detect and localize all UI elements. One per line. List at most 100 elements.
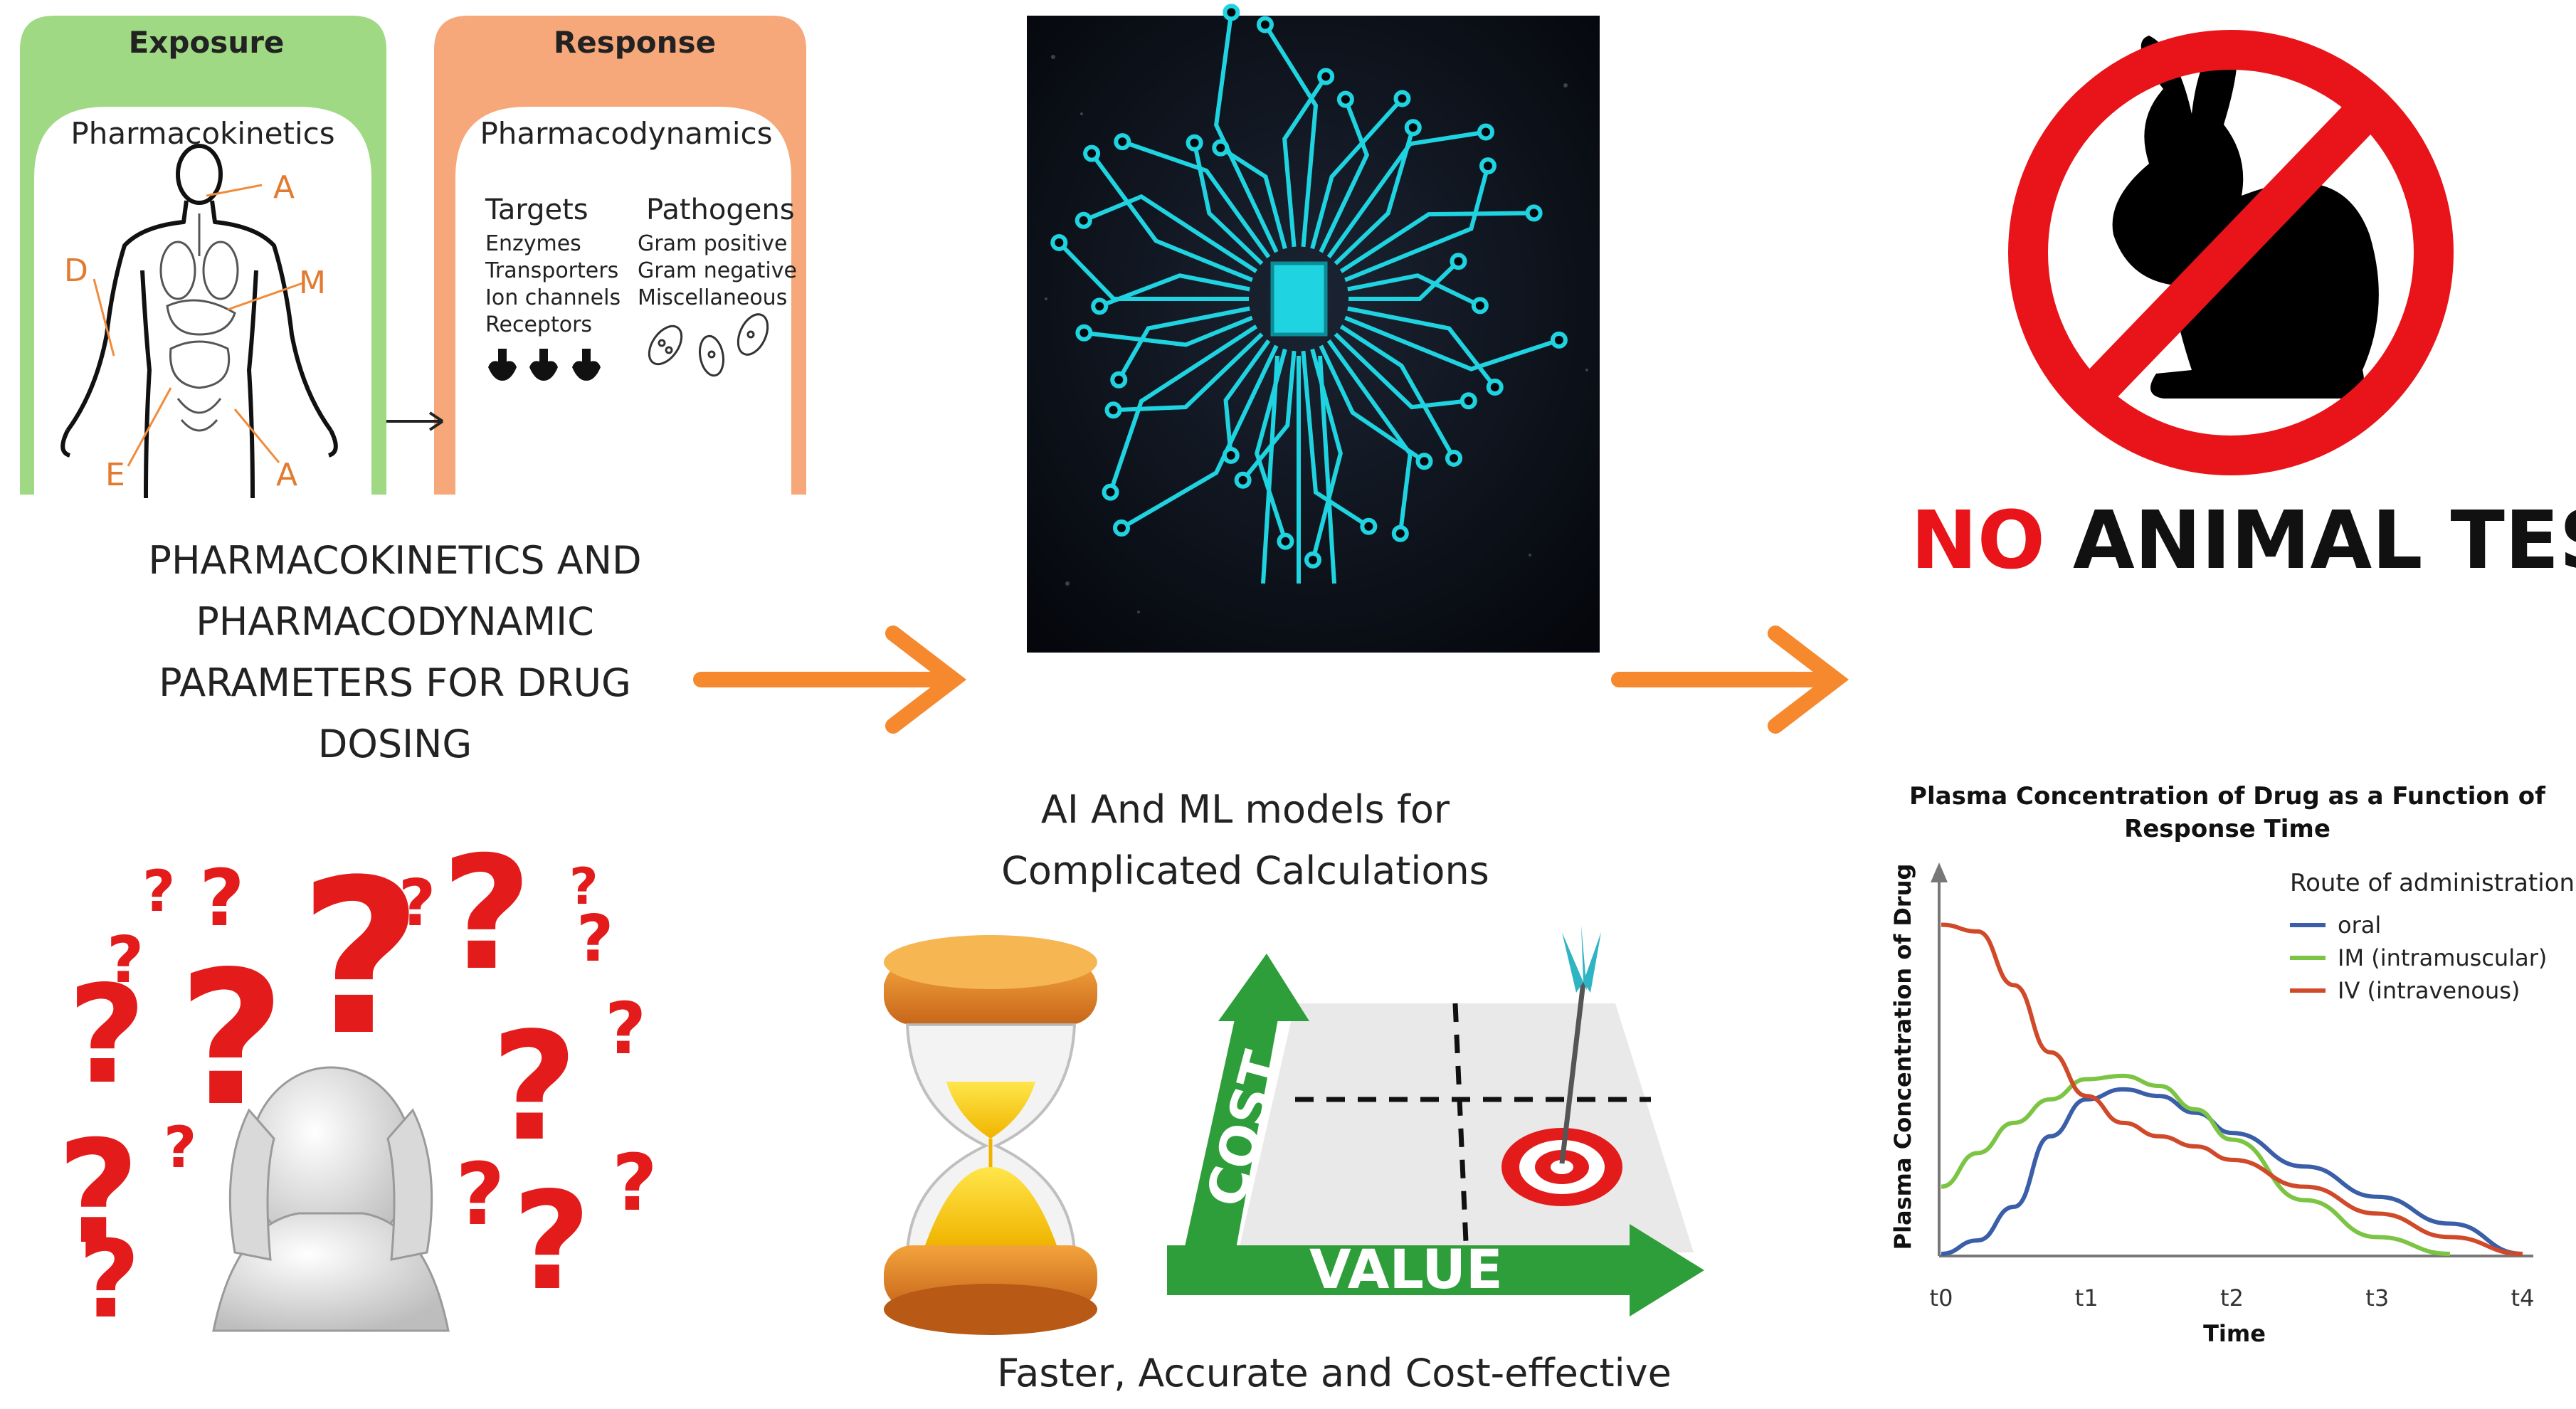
pathogen-item: Gram positive (638, 231, 787, 256)
excretion-label: E (105, 457, 125, 493)
exposure-title: Exposure (129, 25, 285, 60)
svg-text:?: ? (142, 858, 175, 924)
circuit-node (1391, 524, 1409, 542)
series-line (1941, 922, 2523, 1256)
circuit-node (1186, 134, 1203, 152)
value-axis-arrow-icon (1630, 1224, 1704, 1316)
circuit-node (1479, 157, 1496, 175)
no-animal-testing-sign: NO ANIMAL TESTING (1911, 30, 2576, 587)
circuit-node (1114, 133, 1131, 151)
circuit-trace (1348, 260, 1460, 301)
target-item: Receptors (485, 312, 592, 337)
circuit-trace (1301, 350, 1370, 529)
metabolism-label: M (299, 265, 326, 301)
circuit-node (1550, 331, 1568, 349)
arrow-head-2 (1768, 626, 1849, 734)
caption-line: PHARMACOKINETICS AND (148, 538, 642, 583)
matrix-plane (1238, 1003, 1694, 1252)
circuit-trace (1084, 315, 1253, 347)
circuit-node (1393, 90, 1411, 107)
legend-entry: oral (2338, 912, 2381, 939)
svg-text:?: ? (78, 1218, 140, 1342)
legend-entry: IM (intramuscular) (2338, 944, 2547, 971)
bottom-caption: Faster, Accurate and Cost-effective (925, 1349, 1743, 1398)
circuit-node (1277, 532, 1294, 550)
hourglass-icon (884, 935, 1097, 1335)
distribution-label: D (64, 253, 88, 289)
x-tick-label: t4 (2511, 1284, 2535, 1312)
svg-text:?: ? (491, 1000, 578, 1174)
cost-axis (1174, 1003, 1281, 1295)
ai-caption: AI And ML models for Complicated Calcula… (954, 779, 1537, 902)
plasma-concentration-chart: Plasma Concentration of Drug as a Functi… (1889, 782, 2575, 1347)
circuit-trace (1223, 339, 1271, 456)
caption-line: Faster, Accurate and Cost-effective (997, 1351, 1672, 1395)
svg-text:?: ? (164, 1114, 196, 1181)
legend-title: Route of administration (2290, 869, 2575, 897)
caption-line: Complicated Calculations (1001, 848, 1489, 893)
circuit-node (1110, 371, 1128, 389)
circuit-node (1471, 297, 1489, 315)
svg-text:?: ? (398, 866, 436, 941)
circuit-trace (1099, 273, 1250, 309)
series-line (1941, 1073, 2450, 1256)
circuit-node (1113, 519, 1131, 537)
circuit-trace (1082, 194, 1258, 273)
x-tick-labels: t0 t1 t2 t3 t4 (1930, 1284, 2535, 1312)
circuit-node (1234, 471, 1252, 489)
dart-icon (1562, 925, 1601, 993)
circuit-trace (1339, 324, 1456, 460)
circuit-node (1360, 517, 1378, 535)
pkpd-caption: PHARMACOKINETICS AND PHARMACODYNAMIC PAR… (100, 530, 690, 775)
torso-icon (212, 1212, 450, 1332)
x-tick-label: t1 (2075, 1284, 2099, 1312)
circuit-trace (1219, 146, 1287, 250)
value-label: VALUE (1309, 1238, 1503, 1301)
background-dots (1045, 55, 1588, 613)
pathogen-item: Gram negative (638, 258, 797, 283)
left-hand-icon (228, 1108, 275, 1261)
svg-text:?: ? (299, 834, 423, 1082)
receptor-icons (488, 349, 601, 381)
value-axis (1167, 1245, 1637, 1295)
x-tick-label: t3 (2365, 1284, 2389, 1312)
x-tick-label: t2 (2220, 1284, 2244, 1312)
svg-text:?: ? (605, 987, 646, 1070)
circuit-node (1450, 253, 1467, 270)
circuit-trace (1108, 324, 1258, 493)
circuit-node (1075, 211, 1092, 229)
brain-circuit-icon (1050, 4, 1568, 584)
pathogens-title: Pathogens (646, 194, 795, 226)
circuit-node (1256, 16, 1274, 33)
x-tick-label: t0 (1930, 1284, 1953, 1312)
circuit-node (1477, 123, 1494, 141)
circuit-trace (1319, 344, 1426, 463)
circuit-node (1445, 449, 1463, 467)
absorption-label-bottom: A (276, 457, 297, 493)
circuit-node (1336, 90, 1354, 108)
ai-brain-image (1027, 4, 1600, 653)
circuit-trace (1263, 23, 1319, 248)
cost-axis-arrow-icon (1218, 954, 1309, 1021)
pathogen-item: Miscellaneous (638, 285, 787, 310)
target-item: Enzymes (485, 231, 581, 256)
circuit-node (1212, 139, 1230, 157)
svg-text:?: ? (612, 1137, 658, 1228)
circuit-trace (1344, 165, 1490, 283)
caption-line: PARAMETERS FOR DRUG (159, 660, 631, 705)
prohibition-slash-icon (2074, 93, 2385, 413)
circuit-node (1404, 119, 1422, 137)
circuit-node (1091, 297, 1109, 315)
chart-title-line-1: Plasma Concentration of Drug as a Functi… (1909, 782, 2546, 811)
svg-text:?: ? (199, 853, 245, 944)
circuit-node (1525, 204, 1543, 222)
circuit-trace (1334, 332, 1469, 410)
right-hand-icon (386, 1108, 433, 1261)
caption-line: AI And ML models for (1040, 787, 1450, 832)
y-axis-arrow-icon (1931, 862, 1948, 882)
svg-text:?: ? (107, 923, 144, 998)
question-mark-icons: ? ? ? ? ? ? ? ? ? ? ? ? ? ? ? ? ? ? (57, 823, 658, 1342)
series-lines (1941, 922, 2523, 1256)
arrow-head-1 (885, 626, 967, 734)
circuit-node (1104, 401, 1122, 419)
